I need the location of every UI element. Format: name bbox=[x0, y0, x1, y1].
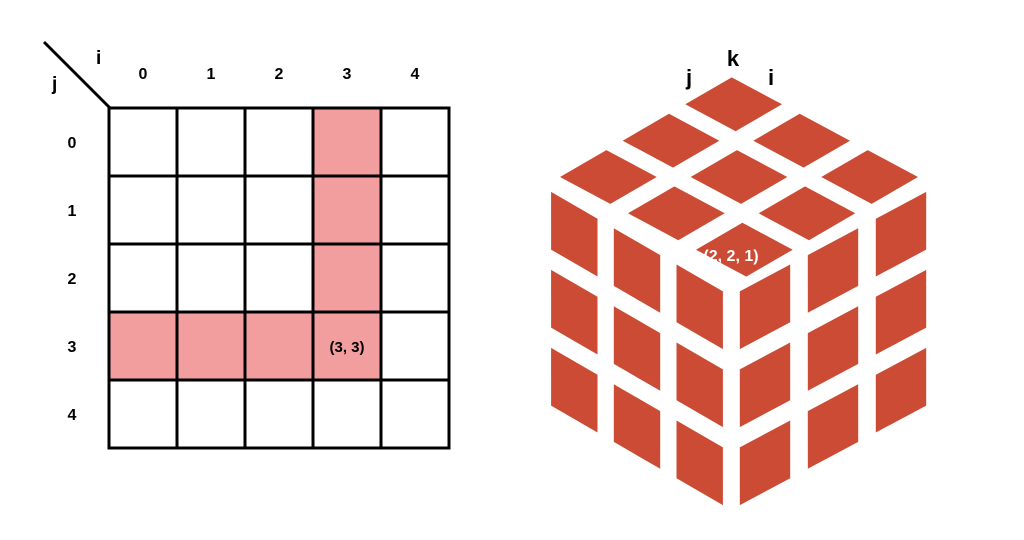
grid-cell-highlighted bbox=[311, 106, 383, 178]
grid-cell bbox=[243, 378, 315, 450]
grid-2d: i j 0 1 2 3 4 0 1 2 3 4 (3, 3) bbox=[42, 40, 451, 450]
grid-corner-diagonal bbox=[42, 40, 112, 110]
cube-right-cell bbox=[875, 269, 927, 355]
grid-row-label: 2 bbox=[68, 271, 77, 288]
cube-top-cell bbox=[696, 222, 793, 277]
cube-top-cell bbox=[821, 150, 918, 204]
grid-row-label: 1 bbox=[68, 203, 77, 220]
grid-cell-highlighted bbox=[311, 242, 383, 314]
grid-cell-highlighted bbox=[243, 310, 315, 382]
cube-top-cell bbox=[628, 186, 725, 241]
grid-cell bbox=[379, 242, 451, 314]
grid-cell bbox=[311, 378, 383, 450]
cube-annotated-cell-label: (2, 2, 1) bbox=[703, 248, 758, 265]
cube-top-cell bbox=[758, 186, 856, 241]
cube-right-cell bbox=[739, 264, 791, 350]
col-axis-label: i bbox=[96, 48, 101, 69]
cube-3d: k j i (2, 2, 1) bbox=[551, 46, 927, 506]
grid-cell bbox=[175, 242, 247, 314]
grid-col-label: 2 bbox=[275, 66, 284, 83]
grid-cell bbox=[175, 174, 247, 246]
grid-cell bbox=[243, 174, 315, 246]
cube-left-cell bbox=[551, 347, 598, 433]
cube-axis-label-j: j bbox=[685, 65, 692, 90]
grid-annotated-cell-label: (3, 3) bbox=[329, 339, 364, 356]
cube-top-cell bbox=[753, 113, 850, 168]
cube-left-cell bbox=[613, 228, 661, 313]
cube-left-cell bbox=[613, 306, 661, 391]
cube-top-cell bbox=[622, 113, 720, 168]
cube-left-cell bbox=[551, 191, 598, 277]
cube-left-cell bbox=[613, 384, 661, 469]
cube-left-cell bbox=[676, 342, 723, 428]
cube-right-cell bbox=[875, 191, 927, 277]
cube-top-cell bbox=[690, 150, 788, 204]
cube-left-cell bbox=[551, 269, 598, 355]
cube-right-cell bbox=[875, 347, 927, 433]
cube-top-cell bbox=[685, 77, 782, 132]
cube-left-cell bbox=[676, 420, 723, 506]
cube-right-cell bbox=[807, 384, 859, 469]
row-axis-label: j bbox=[51, 74, 57, 95]
grid-cell bbox=[107, 106, 179, 178]
grid-cell bbox=[379, 310, 451, 382]
grid-row-label: 4 bbox=[68, 407, 77, 424]
grid-cell bbox=[379, 106, 451, 178]
cube-left-cell bbox=[676, 264, 723, 350]
grid-row-label: 0 bbox=[68, 135, 77, 152]
grid-col-label: 4 bbox=[411, 66, 420, 83]
grid-col-label: 3 bbox=[343, 66, 352, 83]
grid-cell-highlighted bbox=[175, 310, 247, 382]
grid-cell bbox=[107, 378, 179, 450]
cube-axis-label-k: k bbox=[727, 46, 740, 71]
grid-cell bbox=[107, 242, 179, 314]
grid-cell-highlighted bbox=[107, 310, 179, 382]
grid-col-label: 0 bbox=[139, 66, 148, 83]
grid-cell bbox=[107, 174, 179, 246]
cube-right-cell bbox=[739, 420, 791, 506]
grid-col-label: 1 bbox=[207, 66, 216, 83]
grid-cell bbox=[243, 242, 315, 314]
grid-row-label: 3 bbox=[68, 339, 77, 356]
cube-axis-label-i: i bbox=[768, 65, 774, 90]
cube-top-cell bbox=[560, 150, 657, 204]
cube-right-cell bbox=[807, 228, 859, 313]
grid-cell bbox=[379, 174, 451, 246]
cube-right-cell bbox=[739, 342, 791, 428]
grid-cell bbox=[175, 378, 247, 450]
grid-cell bbox=[379, 378, 451, 450]
cube-right-cell bbox=[807, 306, 859, 391]
grid-cell bbox=[243, 106, 315, 178]
grid-cell bbox=[175, 106, 247, 178]
grid-cell-highlighted bbox=[311, 174, 383, 246]
